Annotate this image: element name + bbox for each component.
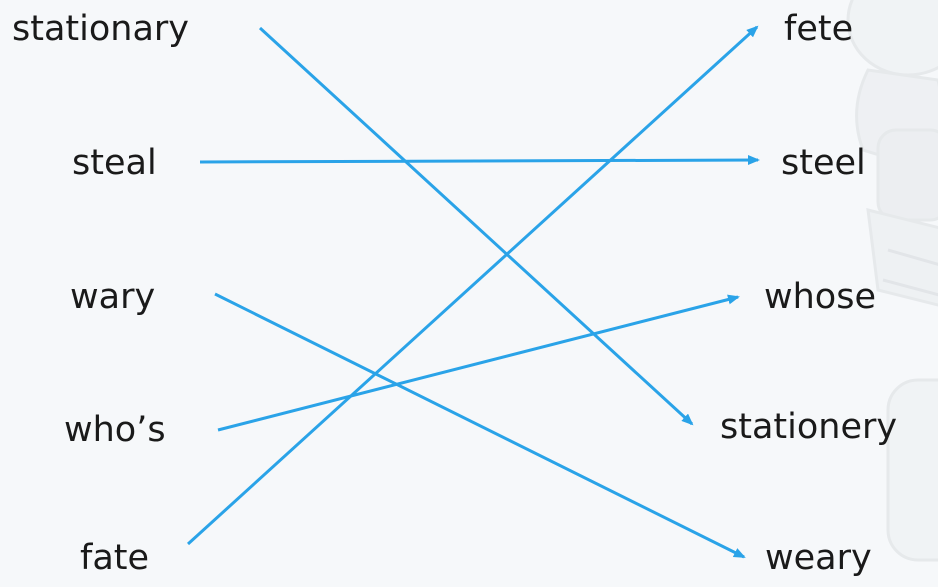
left-word-whos: who’s	[64, 410, 166, 450]
connector-whos-whose	[217, 294, 740, 432]
right-word-stationery: stationery	[720, 407, 898, 447]
right-word-weary: weary	[765, 538, 872, 578]
left-word-fate: fate	[80, 538, 150, 578]
right-word-steel: steel	[781, 143, 866, 183]
connector-wary-weary	[214, 292, 746, 559]
left-word-steal: steal	[72, 143, 157, 183]
left-word-stationary: stationary	[12, 9, 189, 49]
right-word-whose: whose	[764, 277, 876, 317]
right-word-fete: fete	[784, 9, 854, 49]
left-word-wary: wary	[70, 277, 156, 317]
connector-fate-fete	[186, 25, 759, 546]
background-illustration	[846, 0, 938, 562]
connector-stationary-stationery	[258, 26, 694, 426]
connector-steal-steel	[199, 155, 760, 166]
